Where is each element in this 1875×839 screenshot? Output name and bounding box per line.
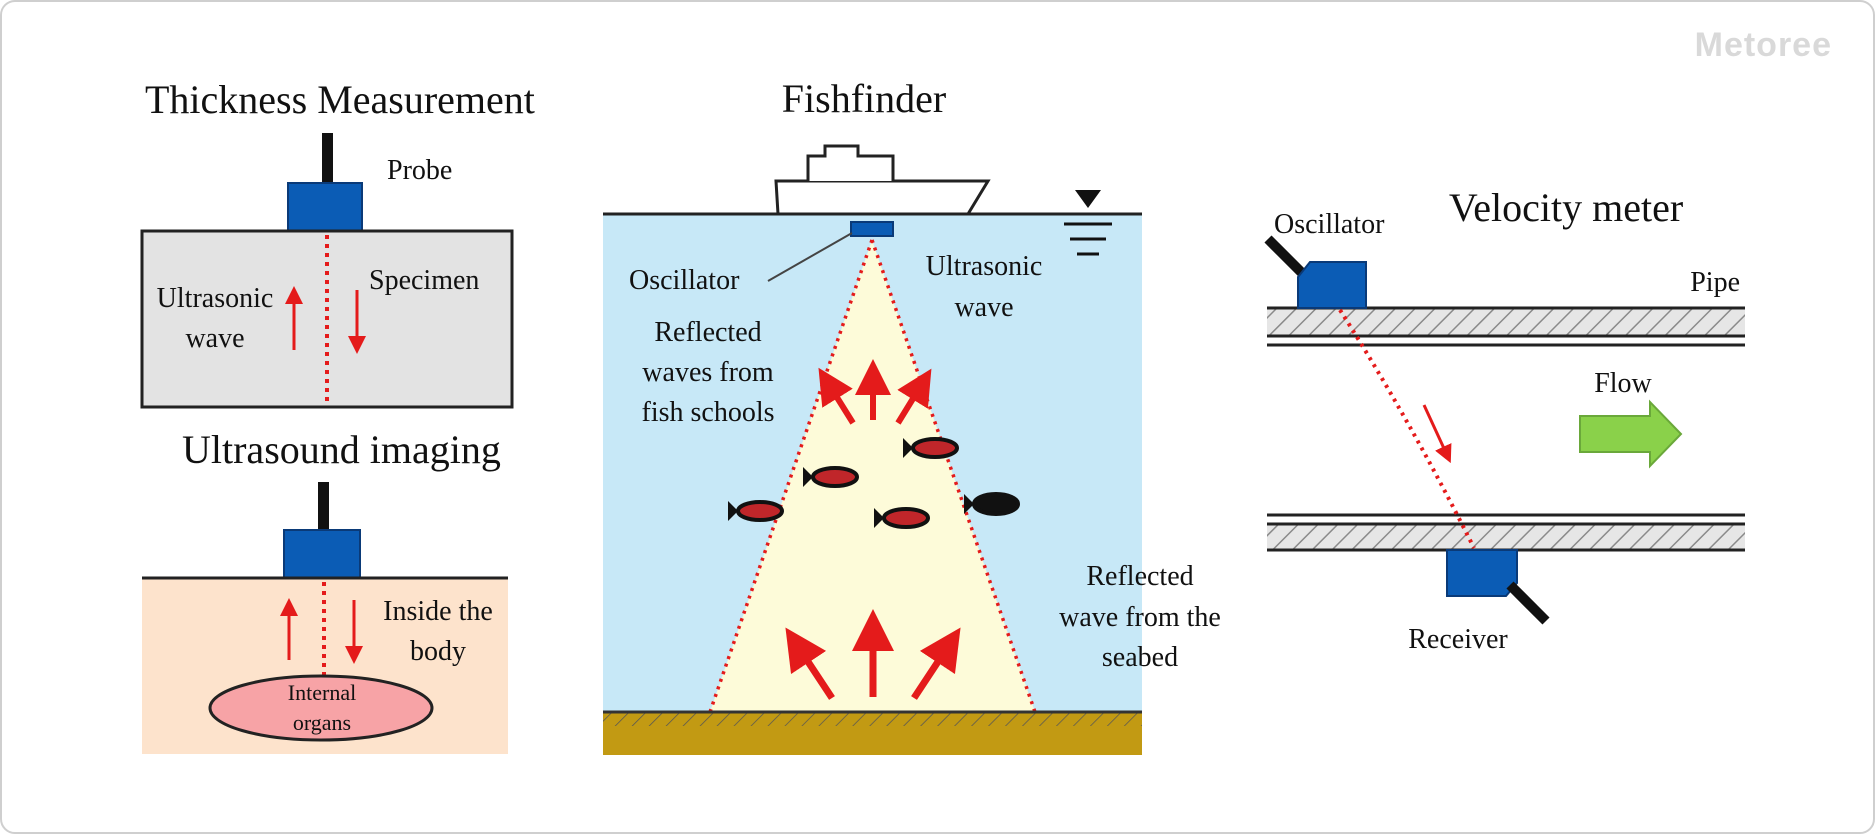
pipe-label: Pipe <box>1690 267 1740 298</box>
imaging-probe-cable <box>318 482 329 530</box>
receiver-cable <box>1506 581 1550 625</box>
fishfinder-wave-label-1: Ultrasonic <box>926 251 1043 282</box>
receiver-label: Receiver <box>1408 624 1508 655</box>
sonar-beam <box>710 240 1035 712</box>
fish-3 <box>874 507 930 529</box>
organs-label-2: organs <box>293 710 351 735</box>
seabed-reflect-label-3: seabed <box>1102 642 1178 673</box>
fish-reflect-label-3: fish schools <box>642 397 775 428</box>
boat-cabin <box>806 144 895 181</box>
imaging-panel: Ultrasound imaging Internal organs Insid… <box>142 427 508 754</box>
internal-organs <box>208 674 434 742</box>
seabed-hatch <box>603 712 1142 726</box>
ultrasonic-wave-label-1: Ultrasonic <box>157 283 274 314</box>
fishfinder-panel: Fishfinder <box>603 76 1221 755</box>
fishfinder-oscillator-label: Oscillator <box>629 265 740 296</box>
organs-label-1: Internal <box>288 680 356 705</box>
imaging-title: Ultrasound imaging <box>182 427 501 472</box>
velocity-receiver <box>1446 549 1518 597</box>
fish-4 <box>903 437 959 459</box>
inside-body-label-1: Inside the <box>383 596 493 627</box>
beam-edge-right <box>870 239 1037 713</box>
fishfinder-title: Fishfinder <box>782 76 946 121</box>
fish-reflect-label-2: waves from <box>642 357 774 388</box>
velocity-oscillator <box>1297 261 1367 309</box>
fishfinder-wave-label-2: wave <box>954 292 1013 323</box>
inside-body-label-2: body <box>410 636 466 667</box>
fish-1 <box>728 500 784 522</box>
seabed-reflect-label-1: Reflected <box>1086 561 1193 592</box>
fish-2 <box>803 466 859 488</box>
seabed-reflect-arrow-1 <box>785 627 835 700</box>
beam-edge-left <box>708 239 874 713</box>
probe-label: Probe <box>387 155 452 186</box>
oscillator-leader-line <box>767 232 853 282</box>
fish-reflect-label-1: Reflected <box>654 317 761 348</box>
thickness-panel: Thickness Measurement Probe Specimen Ult… <box>140 77 535 409</box>
imaging-probe <box>283 529 361 579</box>
fishfinder-oscillator <box>850 221 894 237</box>
fish-reflect-arrow-1 <box>818 367 856 425</box>
ultrasonic-wave-label-2: wave <box>185 323 244 354</box>
seabed-reflect-label-2: wave from the <box>1059 602 1221 633</box>
pipe-upper-wall <box>1267 308 1745 336</box>
probe <box>287 182 363 232</box>
brand-watermark: Metoree <box>1695 26 1832 64</box>
boat-hull-outline <box>774 179 991 216</box>
specimen-label: Specimen <box>369 265 479 296</box>
pipe-lower-wall <box>1267 524 1745 550</box>
velocity-panel: Velocity meter Oscillator Pipe Flow Rece… <box>1264 185 1745 655</box>
flow-label: Flow <box>1594 368 1652 399</box>
probe-cable <box>322 133 333 183</box>
velocity-beam <box>1338 308 1476 549</box>
fish-5 <box>964 492 1020 516</box>
fish-reflect-arrow-3 <box>895 368 932 425</box>
flow-arrow-icon <box>1579 399 1683 469</box>
thickness-title: Thickness Measurement <box>145 77 535 122</box>
water-level-icon <box>1075 190 1101 208</box>
velocity-title: Velocity meter <box>1449 185 1683 230</box>
velocity-beam-arrow <box>1422 404 1452 464</box>
velocity-oscillator-label: Oscillator <box>1274 209 1385 240</box>
seabed-reflect-arrow-3 <box>911 627 961 700</box>
